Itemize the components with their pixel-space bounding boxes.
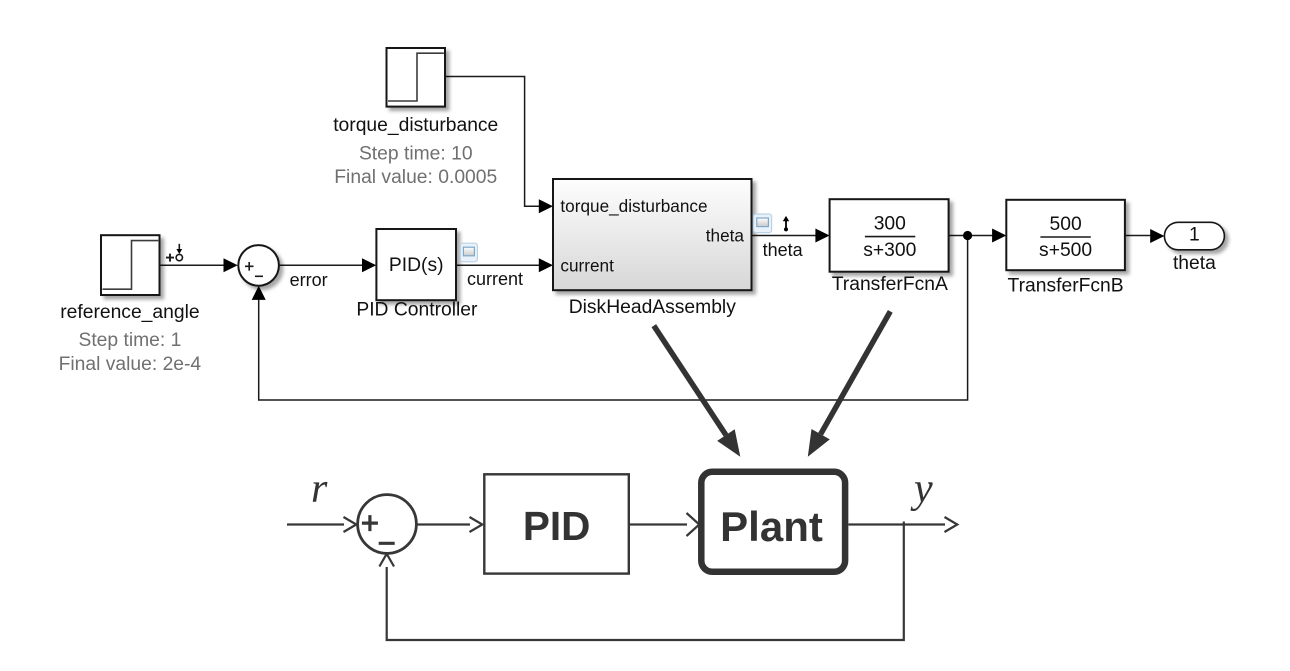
svg-text:Final value: 2e-4: Final value: 2e-4 <box>59 354 202 375</box>
svg-text:DiskHeadAssembly: DiskHeadAssembly <box>569 297 737 318</box>
svg-text:torque_disturbance: torque_disturbance <box>333 115 498 136</box>
svg-text:r: r <box>311 466 328 512</box>
svg-text:PID(s): PID(s) <box>389 255 444 276</box>
svg-text:Step time: 10: Step time: 10 <box>359 143 473 164</box>
svg-text:theta: theta <box>706 226 745 246</box>
svg-text:PID: PID <box>523 503 591 549</box>
svg-text:TransferFcnB: TransferFcnB <box>1008 276 1124 297</box>
svg-text:Final value: 0.0005: Final value: 0.0005 <box>334 167 497 188</box>
svg-text:error: error <box>290 270 328 290</box>
svg-text:reference_angle: reference_angle <box>60 302 199 323</box>
svg-text:s+300: s+300 <box>863 240 916 261</box>
svg-text:TransferFcnA: TransferFcnA <box>832 274 948 295</box>
svg-text:500: 500 <box>1050 214 1082 235</box>
svg-text:y: y <box>910 466 933 512</box>
svg-text:Step time: 1: Step time: 1 <box>78 330 181 351</box>
svg-text:PID Controller: PID Controller <box>356 300 478 321</box>
svg-text:current: current <box>467 269 523 289</box>
svg-text:current: current <box>560 255 614 275</box>
svg-text:Plant: Plant <box>720 503 823 550</box>
svg-text:300: 300 <box>874 214 906 235</box>
svg-text:theta: theta <box>763 240 804 260</box>
svg-text:1: 1 <box>1189 225 1200 246</box>
svg-text:s+500: s+500 <box>1039 240 1092 261</box>
svg-text:torque_disturbance: torque_disturbance <box>560 196 707 216</box>
svg-text:theta: theta <box>1173 253 1216 274</box>
